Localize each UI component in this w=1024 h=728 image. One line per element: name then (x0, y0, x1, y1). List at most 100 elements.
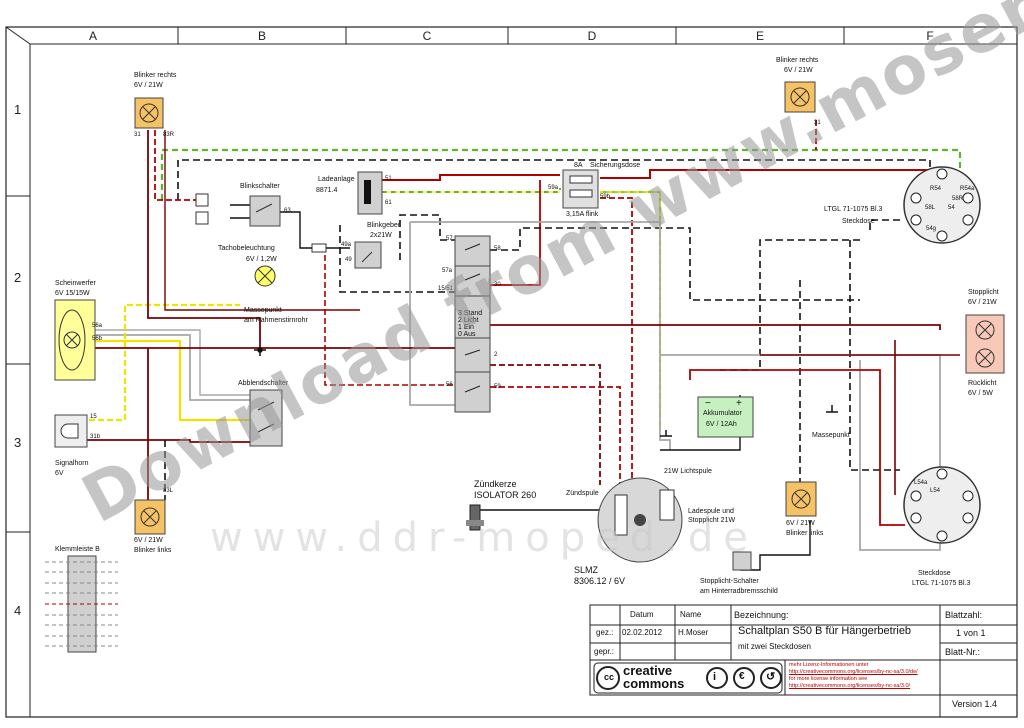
label-blinkschalter: Blinkschalter (240, 183, 280, 190)
label-switch-state-2: 2 Licht (458, 317, 479, 324)
ladeanlage-regulator (357, 171, 383, 215)
label-blinker-links: Blinker links (134, 547, 172, 554)
license-link-en[interactable]: http://creativecommons.org/licenses/by-n… (789, 683, 911, 689)
socket-pin-r54a: R54a (960, 186, 975, 192)
label-fuse-8a: 8A (574, 162, 583, 169)
socket-pin-l54: L54 (930, 488, 941, 494)
tb-version: Version 1.4 (952, 699, 998, 709)
title-block (589, 604, 1018, 717)
grid-ticks (5, 26, 845, 533)
label-scheinwerfer: Scheinwerfer (55, 280, 96, 287)
tb-gez-date: 02.02.2012 (622, 628, 663, 637)
license-line-3: for more license information see (789, 676, 868, 682)
label-akkumulator: Akkumulator (703, 410, 742, 417)
terminal-30: 30 (494, 282, 501, 288)
stopplicht-schalter (732, 551, 752, 571)
label-ladespule: Ladespule und (688, 508, 734, 515)
label-blinker-rechts: Blinker rechts (134, 72, 177, 79)
label-scheinwerfer-rating: 6V 15/15W (55, 290, 90, 297)
wire-black-dashed-1 (339, 225, 455, 293)
label-sicherungsdose: Sicherungsdose (590, 162, 641, 169)
zuendkerze-sparkplug (466, 504, 484, 531)
label-ladeanlage: Ladeanlage (318, 176, 355, 183)
col-header-d: D (587, 29, 597, 43)
wire-yellow-56b (95, 339, 255, 422)
tb-gepr-label: gepr.: (594, 647, 615, 656)
terminal-61: 61 (385, 200, 392, 206)
terminal-59a: 59a (548, 185, 559, 191)
masse-symbols (254, 347, 838, 437)
watermark-faint: www.ddr-moped.de (210, 515, 758, 561)
terminal-56: 56 (446, 382, 453, 388)
blinker-links-lamp-right (785, 481, 817, 517)
label-zuendkerze: Zündkerze (474, 479, 517, 489)
license-link-de[interactable]: http://creativecommons.org/licenses/by-n… (789, 669, 918, 675)
terminal-51: 51 (385, 176, 392, 182)
label-blinker-links-2-rating: 6V / 21W (786, 520, 815, 527)
tb-name-header: Name (680, 610, 702, 619)
label-ladeanlage-type: 8871.4 (316, 187, 338, 194)
col-header-e: E (755, 29, 764, 43)
label-zuendkerze-type: ISOLATOR 260 (474, 490, 537, 500)
label-ruecklicht-rating: 6V / 5W (968, 390, 993, 397)
wire-green-59a (382, 188, 561, 193)
label-massepunkt: Massepunkt (244, 307, 282, 314)
label-blinker-rechts-2-rating: 6V / 21W (784, 67, 813, 74)
label-slmz-type: 8306.12 / 6V (574, 576, 626, 586)
terminal-58: 58 (494, 246, 501, 252)
zuendschloss-switch-block (454, 235, 491, 413)
steckdose-socket-bottom (903, 466, 981, 544)
abblendschalter-switch (249, 389, 283, 447)
blinker-links-lamp-left (134, 499, 166, 535)
signalhorn (54, 414, 88, 448)
socket-pin-58r: 58R (952, 196, 964, 202)
terminal-83r: 83R (163, 132, 175, 138)
tb-gez-name: H.Moser (678, 628, 709, 637)
terminal-31b: 31b (90, 434, 101, 440)
label-blinker-links-2: Blinker links (786, 530, 824, 537)
steckdose-socket-top (903, 166, 981, 244)
wire-yellow-15 (80, 303, 240, 422)
license-line-1: mehr Lizenz-Informationen unter (789, 662, 869, 668)
socket-pin-r54: R54 (930, 186, 942, 192)
wire-red-right (689, 369, 905, 526)
label-blinker-rechts-rating: 6V / 21W (134, 82, 163, 89)
terminal-15-51: 15/51 (438, 286, 454, 292)
label-blinker-links-rating: 6V / 21W (134, 537, 163, 544)
fuse-tacho (311, 243, 327, 253)
label-stopplicht-schalter: Stopplicht-Schalter (700, 578, 759, 585)
label-blinkgeber: Blinkgeber (367, 222, 401, 229)
terminal-49: 49 (345, 257, 352, 263)
wire-green-top (160, 148, 962, 200)
label-ruecklicht: Rücklicht (968, 380, 997, 387)
wire-black-dashed-2 (490, 227, 860, 301)
cc-nc-icon: € (739, 671, 745, 682)
tachobeleuchtung-lamp (254, 265, 276, 287)
label-tachobeleuchtung: Tachobeleuchtung (218, 245, 275, 252)
wire-red-59b (600, 197, 633, 480)
tb-title: Schaltplan S50 B für Hängerbetrieb (738, 625, 912, 637)
label-massepunkt-ort: am Rahmenstirnrohr (244, 317, 308, 324)
blinker-rechts-lamp-left (134, 97, 164, 129)
socket-pin-54: 54 (948, 205, 955, 211)
slmz-magneto (597, 477, 683, 563)
terminal-49a: 49a (341, 242, 352, 248)
blinkschalter-switch (195, 193, 281, 227)
tb-datum-header: Datum (630, 610, 654, 619)
label-switch-state-3: 3 Stand (458, 310, 483, 317)
blinkgeber-flasher (354, 241, 382, 269)
wire-black-top (177, 159, 931, 200)
klemmleiste-b-terminal-strip (45, 555, 118, 653)
label-stopplicht-rating: 6V / 21W (968, 299, 997, 306)
wire-darkred-54 (490, 324, 941, 330)
cc-badge (593, 662, 783, 694)
terminal-2: 2 (494, 352, 498, 358)
label-stopplicht-schalter-ort: am Hinterradbremsschild (700, 588, 778, 595)
tb-subtitle: mit zwei Steckdosen (738, 642, 811, 651)
terminal-56b: 56b (92, 336, 103, 342)
label-fuse-315a: 3,15A flink (566, 211, 599, 218)
wire-red-30-switch (490, 180, 541, 286)
label-switch-state-0: 0 Aus (458, 331, 476, 338)
label-steckdose-top-norm: LTGL 71-1075 Bl.3 (824, 206, 883, 213)
label-akkumulator-rating: 6V / 12Ah (706, 421, 737, 428)
